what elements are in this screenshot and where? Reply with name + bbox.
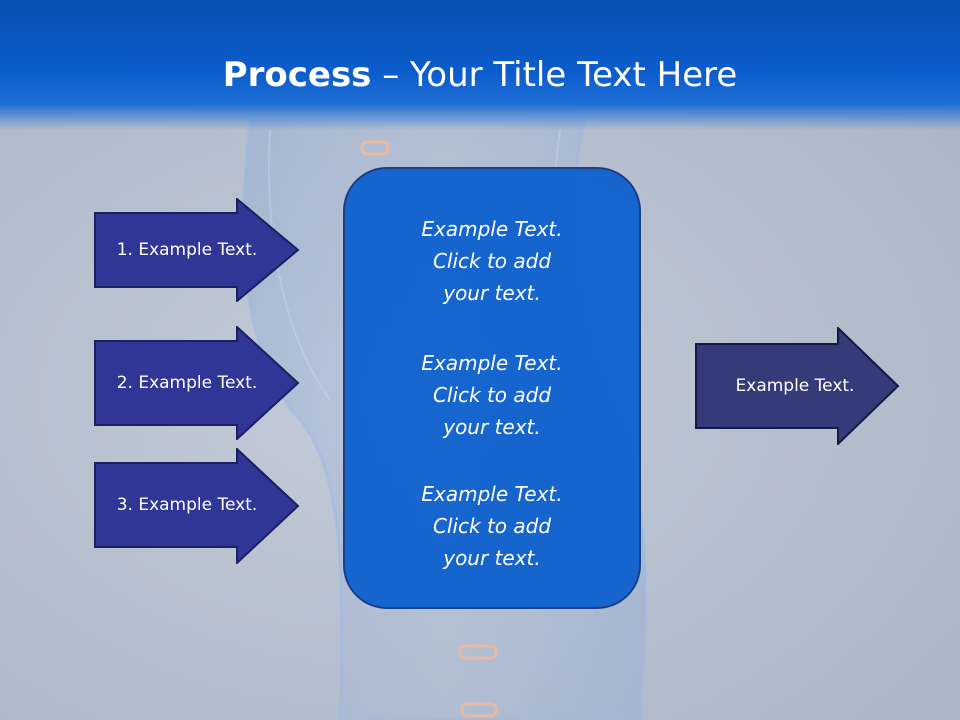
arrow-shape-icon — [94, 198, 300, 302]
left-arrow-3[interactable]: 3. Example Text. — [94, 448, 300, 564]
left-arrow-1[interactable]: 1. Example Text. — [94, 198, 300, 302]
arrow-shape-icon — [94, 326, 300, 440]
paragraph-2-line-1: Example Text. — [421, 351, 563, 375]
paragraph-1-line-3: your text. — [443, 281, 541, 305]
right-arrow-label: Example Text. — [735, 376, 855, 396]
left-arrow-3-label: 3. Example Text. — [116, 495, 258, 515]
center-paragraph-2: Example Text. Click to add your text. — [345, 347, 639, 443]
paragraph-2-line-3: your text. — [443, 415, 541, 439]
paragraph-3-line-2: Click to add — [432, 514, 552, 538]
arrow-shape-icon — [695, 325, 900, 447]
paragraph-3-line-3: your text. — [443, 546, 541, 570]
left-arrow-1-label: 1. Example Text. — [116, 240, 258, 260]
paragraph-1-line-2: Click to add — [432, 249, 552, 273]
paragraph-1-line-1: Example Text. — [421, 217, 563, 241]
page-title: Process – Your Title Text Here — [0, 52, 960, 98]
paragraph-3-line-1: Example Text. — [421, 482, 563, 506]
center-text-box[interactable]: Example Text. Click to add your text. Ex… — [343, 167, 641, 609]
arrow-shape-icon — [94, 448, 300, 564]
left-arrow-2-label: 2. Example Text. — [116, 373, 258, 393]
title-bold-text: Process — [222, 55, 372, 95]
left-arrow-2[interactable]: 2. Example Text. — [94, 326, 300, 440]
title-rest-text: – Your Title Text Here — [371, 55, 738, 95]
paragraph-2-line-2: Click to add — [432, 383, 552, 407]
center-paragraph-3: Example Text. Click to add your text. — [345, 478, 639, 574]
right-arrow[interactable]: Example Text. — [695, 325, 901, 447]
center-paragraph-1: Example Text. Click to add your text. — [345, 213, 639, 309]
title-bar: Process – Your Title Text Here — [0, 0, 960, 130]
